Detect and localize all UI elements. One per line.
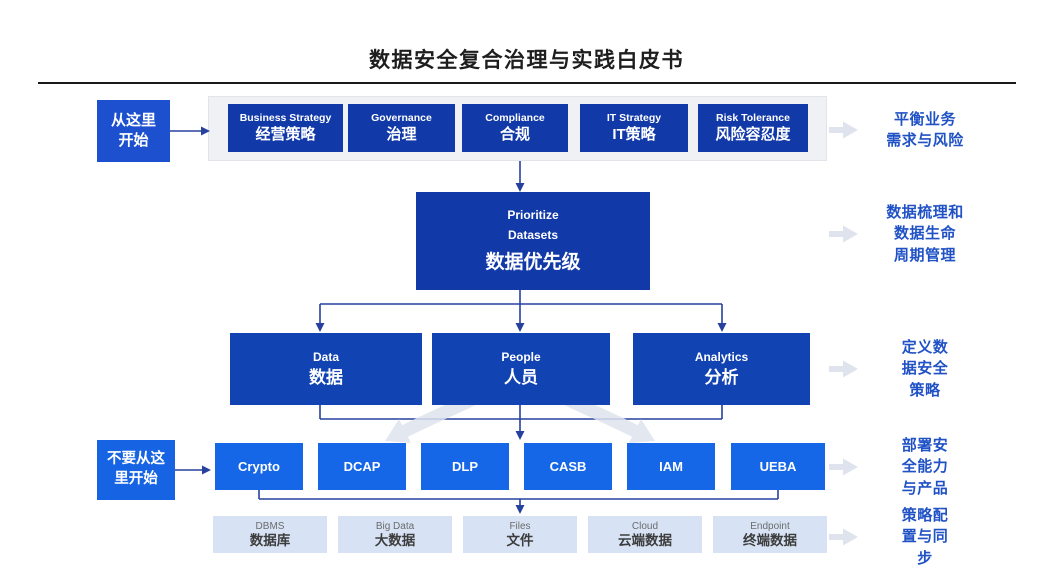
flow-arrow-icon	[829, 360, 858, 378]
node-en-label: IT Strategy	[606, 112, 662, 125]
flow-arrow-icon	[829, 225, 858, 243]
node-zh-label: 数据优先级	[485, 251, 581, 273]
node-zh-label: 数据	[309, 368, 343, 388]
arrowhead-group	[201, 126, 727, 514]
node-people: People 人员	[432, 333, 610, 405]
node-files: Files 文件	[463, 516, 577, 553]
node-dlp: DLP	[421, 443, 509, 490]
node-zh-label: 数据库	[249, 532, 291, 548]
node-iam: IAM	[627, 443, 715, 490]
node-zh-label: 大数据	[374, 532, 416, 548]
flow-arrow-icon	[829, 121, 858, 139]
page-title: 数据安全复合治理与实践白皮书	[369, 49, 684, 72]
node-cloud: Cloud 云端数据	[588, 516, 702, 553]
node-en-label: Business Strategy	[239, 112, 332, 125]
node-dcap: DCAP	[318, 443, 406, 490]
node-en-label: Compliance	[485, 112, 545, 125]
node-big-data: Big Data 大数据	[338, 516, 452, 553]
flow-arrow-icon	[829, 528, 858, 546]
node-en-label: Prioritize	[507, 208, 559, 223]
node-en-label: DBMS	[255, 520, 285, 532]
node-zh-label: 经营策略	[255, 126, 316, 144]
do-not-start-here-box: 不要从这 里开始	[97, 440, 175, 500]
node-prioritize-datasets: Prioritize Datasets 数据优先级	[416, 192, 650, 290]
annotation-balance-business: 平衡业务 需求与风险	[828, 103, 981, 157]
node-en-label: Files	[509, 520, 531, 532]
node-it-strategy: IT Strategy IT策略	[580, 104, 688, 152]
node-endpoint: Endpoint 终端数据	[713, 516, 827, 553]
node-en-label: Cloud	[631, 520, 659, 532]
title-underline	[38, 82, 1016, 84]
node-en-label: Big Data	[375, 520, 415, 532]
node-zh-label: 云端数据	[618, 532, 672, 548]
annotation-data-lifecycle: 数据梳理和 数据生命 周期管理	[828, 200, 981, 268]
node-risk-tolerance: Risk Tolerance 风险容忍度	[698, 104, 808, 152]
node-zh-label: 分析	[704, 368, 739, 388]
node-casb: CASB	[524, 443, 612, 490]
annotation-text: 定义数 据安全 策略	[901, 339, 949, 399]
node-en-label: Data	[312, 349, 339, 364]
node-ueba: UEBA	[731, 443, 825, 490]
node-crypto: Crypto	[215, 443, 303, 490]
node-zh-label: 治理	[386, 126, 417, 144]
annotation-text: 数据梳理和 数据生命 周期管理	[886, 204, 964, 264]
node-en-label: People	[501, 349, 541, 364]
node-zh-label: 终端数据	[743, 532, 797, 548]
node-zh-label: IT策略	[612, 126, 656, 144]
start-here-box: 从这里 开始	[97, 100, 170, 162]
annotation-define-policy: 定义数 据安全 策略	[828, 335, 981, 403]
node-en-label: Risk Tolerance	[716, 112, 790, 125]
node-compliance: Compliance 合规	[462, 104, 568, 152]
annotation-text: 策略配 置与同 步	[901, 507, 949, 567]
node-en-label: Analytics	[694, 349, 749, 364]
node-zh-label: 人员	[504, 368, 538, 388]
node-governance: Governance 治理	[348, 104, 455, 152]
node-en-label: Datasets	[507, 227, 559, 242]
node-analytics: Analytics 分析	[633, 333, 810, 405]
node-en-label: Endpoint	[750, 520, 790, 532]
annotation-text: 平衡业务 需求与风险	[886, 110, 964, 149]
node-en-label: Governance	[371, 112, 432, 125]
node-data: Data 数据	[230, 333, 422, 405]
node-business-strategy: Business Strategy 经营策略	[228, 104, 343, 152]
node-dbms: DBMS 数据库	[213, 516, 327, 553]
annotation-text: 部署安 全能力 与产品	[901, 437, 949, 497]
annotation-deploy-capabilities: 部署安 全能力 与产品	[828, 433, 981, 501]
flow-arrow-icon	[829, 458, 858, 476]
node-zh-label: 文件	[506, 532, 534, 548]
flow-line-group	[170, 130, 779, 506]
node-zh-label: 风险容忍度	[715, 126, 791, 144]
node-zh-label: 合规	[499, 126, 530, 144]
annotation-policy-sync: 策略配 置与同 步	[828, 503, 981, 571]
